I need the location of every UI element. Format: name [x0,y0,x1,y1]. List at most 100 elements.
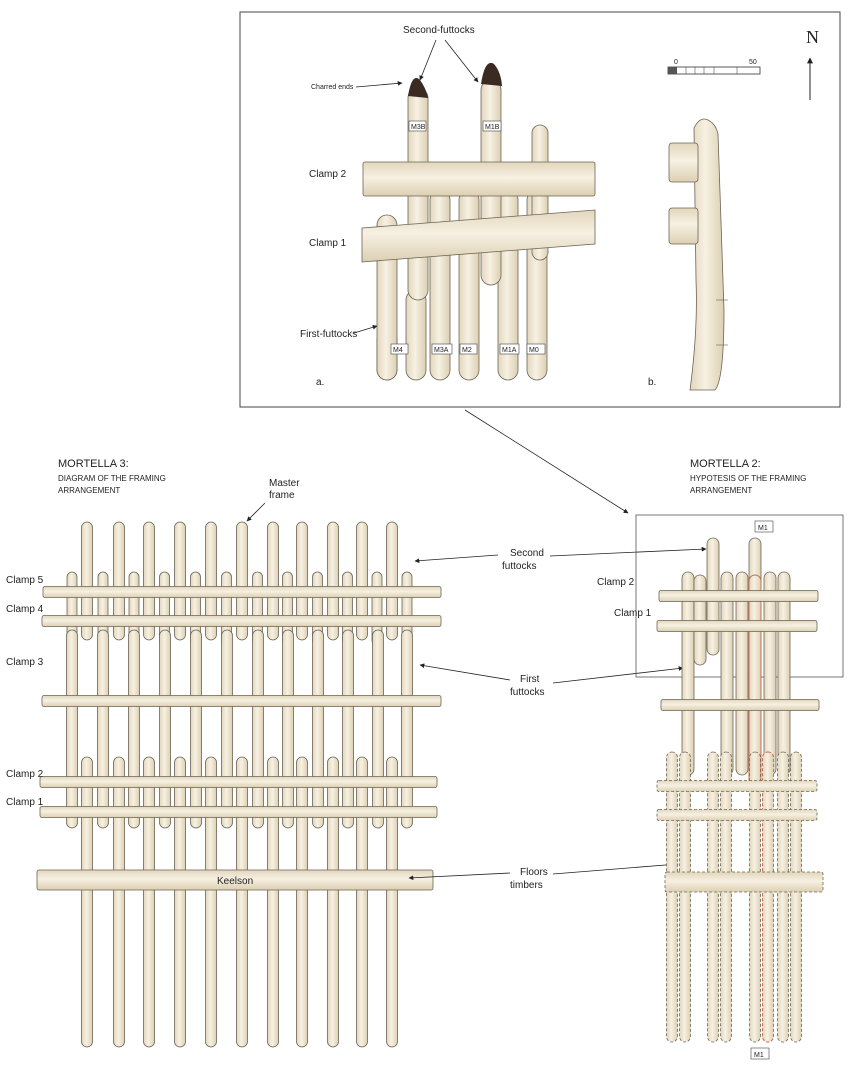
m3-second-futtock-top [267,521,279,641]
m2-tag-bottom: M1 [754,1052,764,1059]
compass-letter: N [806,27,819,47]
m2-first-futtock [720,571,734,776]
m2-first-futtock [693,574,707,666]
m3-first-futtock [401,629,413,829]
inset-clamp1 [361,209,596,263]
callout-floors-arrow-right [552,861,679,875]
m3-floor-timber [356,756,368,1048]
master-frame-arrow [246,502,266,522]
m2-first-futtock [735,571,749,776]
m2-floor-timber [666,751,678,1043]
second-futtocks-arrow-1 [419,39,437,81]
m2-highlighted-floor [762,751,774,1043]
m3-second-futtock-top [296,521,308,641]
m2-first-futtock [763,571,777,776]
m2-floor-timber [707,751,719,1043]
m2-keelson [664,871,824,893]
m3-floor-timber [236,756,248,1048]
inset-clamp1-label: Clamp 1 [309,238,347,249]
panel-b-futtock [689,118,725,391]
scale-bar [667,66,761,75]
inset-clamp2-label: Clamp 2 [309,169,347,180]
m2-clamp2 [658,590,819,602]
m3-second-futtock-top [236,521,248,641]
m2-floor-timber [720,751,732,1043]
inset-connector-arrow [464,409,629,514]
m3-first-futtock [97,629,109,829]
m3-clamp1 [39,806,438,818]
mortella3-subtitle-2: ARRANGEMENT [58,486,120,495]
tag-m0: M0 [529,347,539,354]
second-futtocks-label: Second-futtocks [403,25,475,36]
scale-min-label: 0 [674,59,678,66]
callout-floors-arrow-left [408,872,511,881]
m2-clamp1-label: Clamp 1 [614,608,652,619]
m2-clamp4 [656,780,818,792]
m3-first-futtock [190,629,202,829]
m3-second-futtock-top [386,521,398,641]
m3-floor-timber [267,756,279,1048]
tag-m4: M4 [393,347,403,354]
m3-first-futtock [282,629,294,829]
m3-second-futtock-top [143,521,155,641]
m3-floor-timber [327,756,339,1048]
m3-clamp3-label: Clamp 3 [6,657,44,668]
panel-b-clamp2-section [668,142,699,183]
m3-second-futtock-top [81,521,93,641]
m3-clamp5-label: Clamp 5 [6,575,44,586]
m3-floor-timber [386,756,398,1048]
inset-tags: M3B M1B M4 M3A M2 M1A M0 [390,120,546,355]
m3-clamp2-label: Clamp 2 [6,769,44,780]
tag-m1b: M1B [485,124,500,131]
m2-first-futtock [777,571,791,776]
m3-first-futtock [159,629,171,829]
m3-second-futtock-top [174,521,186,641]
callout-floors-1: Floors [520,867,548,878]
m3-first-futtock [66,629,78,829]
tag-m1a: M1A [502,347,517,354]
m3-keelson [36,869,434,891]
callout-floors-2: timbers [510,880,543,891]
tag-m3a: M3A [434,347,449,354]
master-frame-label-2: frame [269,490,295,501]
m3-second-futtock-top [356,521,368,641]
callout-first-1: First [520,674,540,685]
panel-b-clamp1-section [668,207,699,245]
m3-first-futtock [312,629,324,829]
tag-m3b: M3B [411,124,426,131]
m3-first-futtock [128,629,140,829]
m3-clamp5 [42,586,442,598]
m2-tag-top-box [754,520,774,533]
scale-max-label: 50 [749,59,757,66]
m2-clamp2-label: Clamp 2 [597,577,635,588]
m2-floor-timber [749,751,761,1043]
tag-m2: M2 [462,347,472,354]
callout-first-2: futtocks [510,687,544,698]
m3-second-futtock-top [205,521,217,641]
callout-first-arrow-left [419,663,511,681]
m2-floor-timber [790,751,802,1043]
mortella2-subtitle-1: HYPOTESIS OF THE FRAMING [690,474,806,483]
m2-tag-bottom-box [750,1047,770,1060]
inset-clamp2 [362,161,596,197]
master-frame-label-1: Master [269,478,300,489]
m3-floor-timber [296,756,308,1048]
m3-first-futtock [372,629,384,829]
m3-first-futtock [342,629,354,829]
mortella3-timbers [36,521,442,1048]
charred-end-icon [408,78,428,98]
mortella2-subtitle-2: ARRANGEMENT [690,486,752,495]
charred-ends-arrow [355,80,403,88]
second-futtocks-arrow-2 [444,39,479,83]
m2-clamp5 [656,809,818,821]
keelson-label: Keelson [217,876,253,887]
m3-clamp3 [41,695,442,707]
mortella3-title: MORTELLA 3: [58,458,129,470]
callout-second-arrow-left [414,554,499,564]
m3-first-futtock [221,629,233,829]
charred-ends-label: Charred ends [311,84,354,91]
m3-first-futtock [252,629,264,829]
m3-clamp1-label: Clamp 1 [6,797,44,808]
